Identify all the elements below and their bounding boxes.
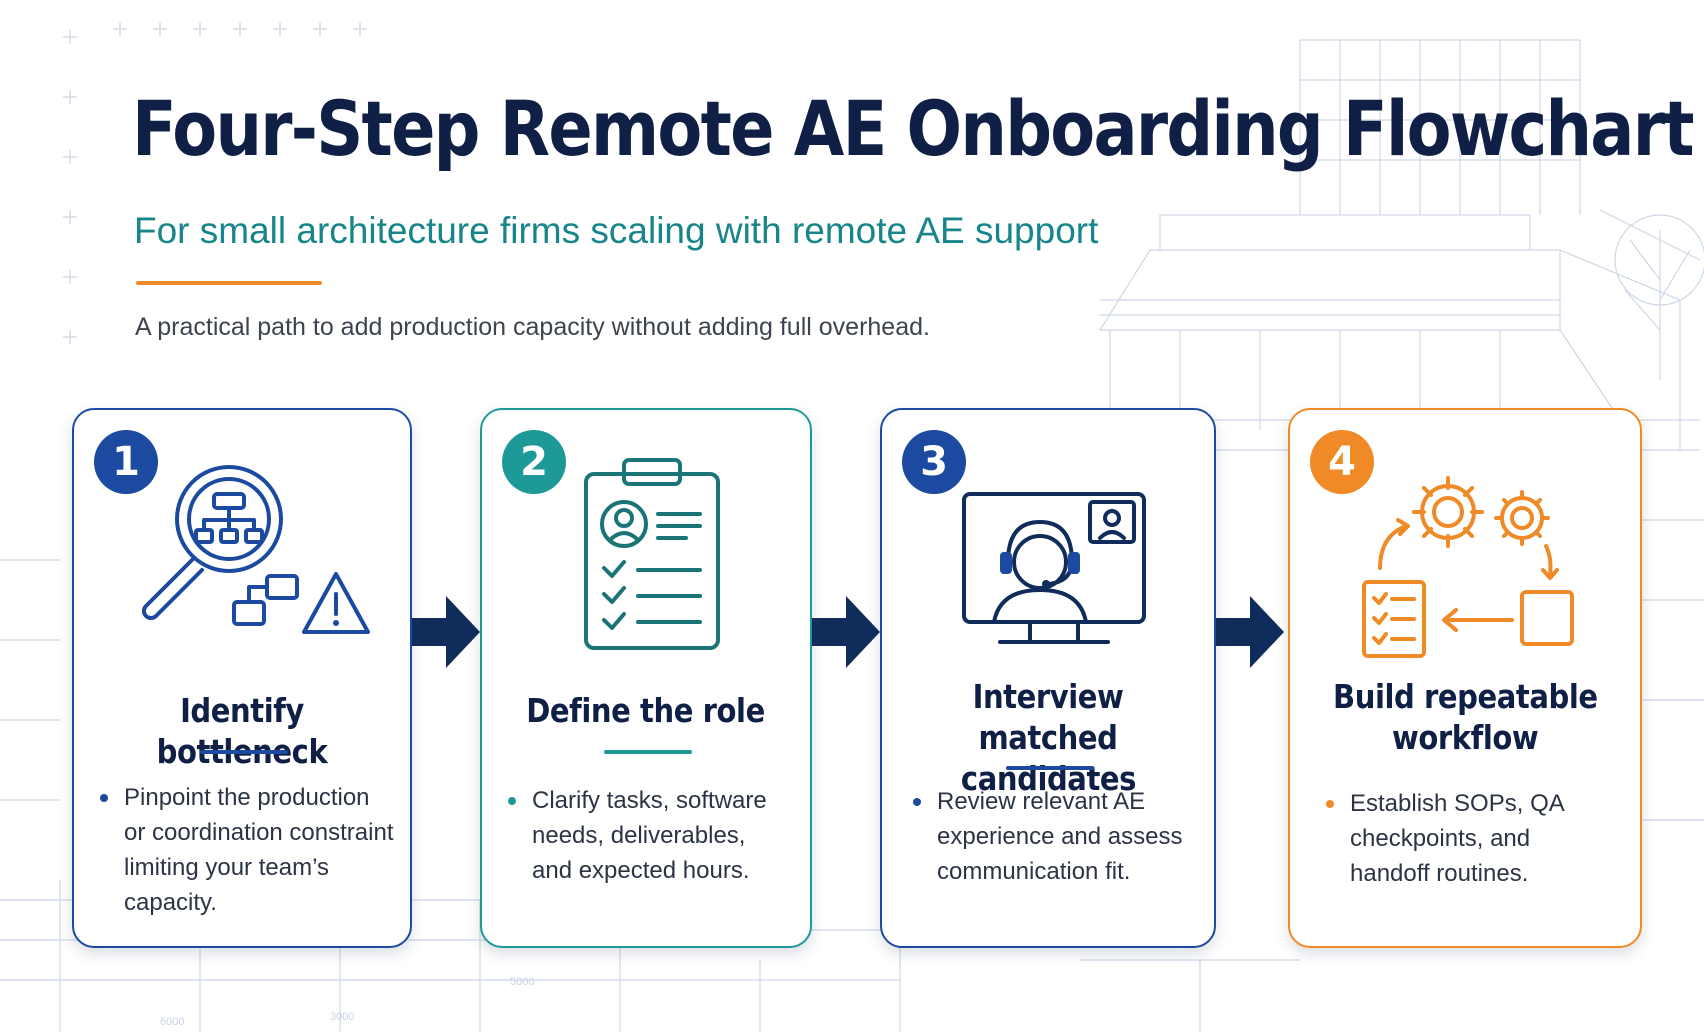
- bullet-dot: [1326, 800, 1334, 808]
- step-number-badge: 4: [1310, 430, 1374, 494]
- bullet-dot: [508, 797, 516, 805]
- svg-text:6000: 6000: [160, 1016, 184, 1028]
- step-title-underline: [604, 750, 692, 754]
- svg-text:5000: 5000: [510, 976, 534, 988]
- step-title: Build repeatable workflow: [1332, 677, 1598, 757]
- gears-workflow-icon: [1362, 476, 1574, 658]
- step-title: Interview matched candidates: [960, 677, 1136, 798]
- step-number-badge: 2: [502, 430, 566, 494]
- svg-text:3000: 3000: [330, 1011, 354, 1023]
- step-description: Clarify tasks, software needs, deliverab…: [508, 783, 802, 888]
- clipboard-checklist-icon: [584, 458, 720, 650]
- step-number-badge: 3: [902, 430, 966, 494]
- step-card-4: 4 Build r: [1288, 408, 1642, 948]
- step-description: Pinpoint the production or coordination …: [100, 780, 399, 920]
- step-card-2: 2 Define the role Clarify tasks, softwar…: [480, 408, 812, 948]
- page-title: Four-Step Remote AE Onboarding Flowchart: [132, 84, 1694, 173]
- intro-text: A practical path to add production capac…: [135, 313, 930, 341]
- step-description: Review relevant AE experience and assess…: [913, 784, 1207, 889]
- step-title: Define the role: [526, 691, 766, 730]
- magnifier-warning-icon: [141, 465, 370, 634]
- step-card-3: 3 Interview matched candidates Review re…: [880, 408, 1216, 948]
- step-title-underline: [1006, 766, 1094, 770]
- arrow-right-icon: [1216, 596, 1284, 668]
- title-underline: [136, 281, 322, 285]
- step-title-underline: [200, 750, 288, 754]
- step-number-badge: 1: [94, 430, 158, 494]
- step-description: Establish SOPs, QA checkpoints, and hand…: [1326, 786, 1630, 891]
- bullet-dot: [100, 794, 108, 802]
- arrow-right-icon: [412, 596, 480, 668]
- video-interview-icon: [962, 492, 1146, 644]
- step-title: Identify bottleneck: [156, 691, 328, 771]
- bullet-dot: [913, 798, 921, 806]
- step-card-1: 1 Identify bottleneck Pinpoint the produ…: [72, 408, 412, 948]
- arrow-right-icon: [812, 596, 880, 668]
- page-subtitle: For small architecture firms scaling wit…: [134, 210, 1099, 251]
